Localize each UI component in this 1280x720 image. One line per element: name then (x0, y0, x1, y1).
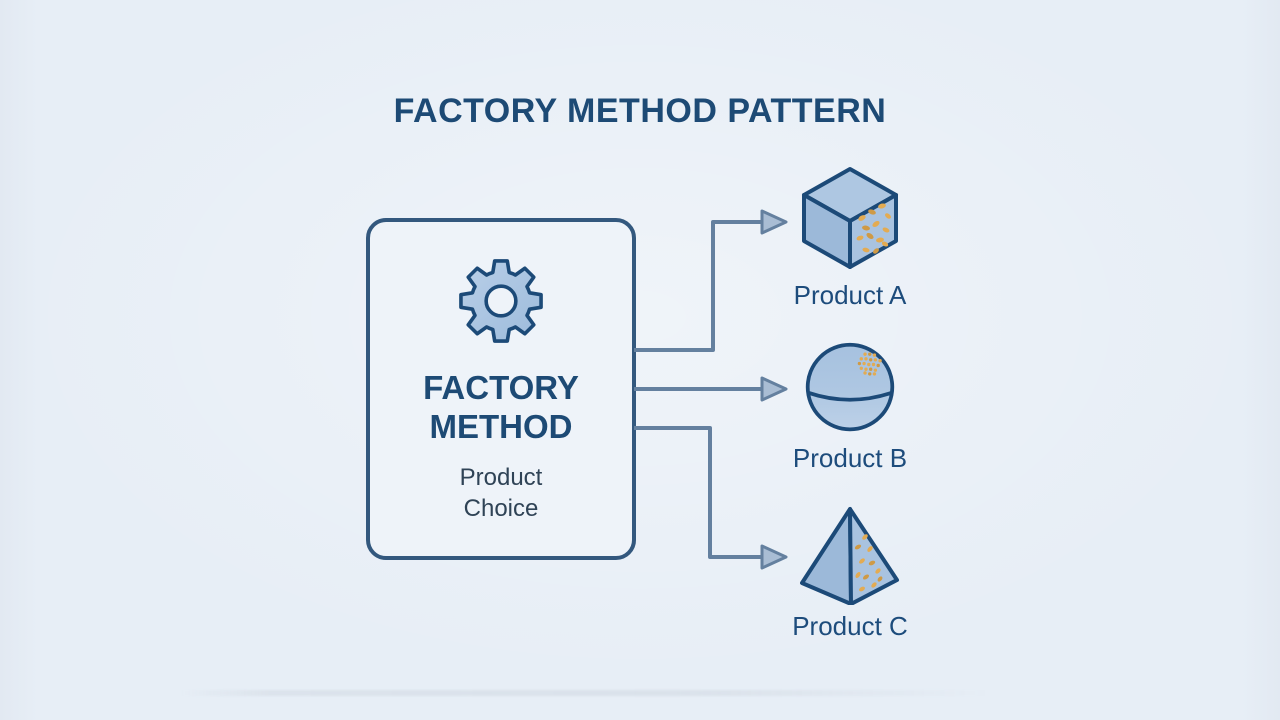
product-b-label: Product B (792, 443, 908, 473)
cube-icon (802, 167, 898, 269)
gear-icon-svg (459, 259, 543, 343)
sphere-icon (805, 342, 895, 432)
sphere-speckles (857, 352, 882, 376)
pyramid-icon (800, 507, 899, 605)
product-a-item: Product A (750, 166, 950, 311)
factory-method-box: FACTORY METHOD Product Choice (366, 218, 636, 560)
page-title: FACTORY METHOD PATTERN (393, 92, 887, 130)
arrow-to-product-c (634, 426, 761, 559)
gear-icon (456, 256, 546, 346)
product-a-label: Product A (793, 280, 907, 310)
factory-method-label: FACTORY METHOD (423, 369, 579, 445)
product-b-item: Product B (750, 341, 950, 474)
product-c-item: Product C (750, 505, 950, 642)
cube-speckles (856, 203, 891, 254)
background-artifact-band (180, 690, 1080, 696)
arrow-to-product-a (634, 220, 761, 352)
pyramid-speckles (854, 534, 883, 592)
product-choice-label: Product Choice (459, 464, 543, 522)
product-c-label: Product C (792, 611, 908, 641)
